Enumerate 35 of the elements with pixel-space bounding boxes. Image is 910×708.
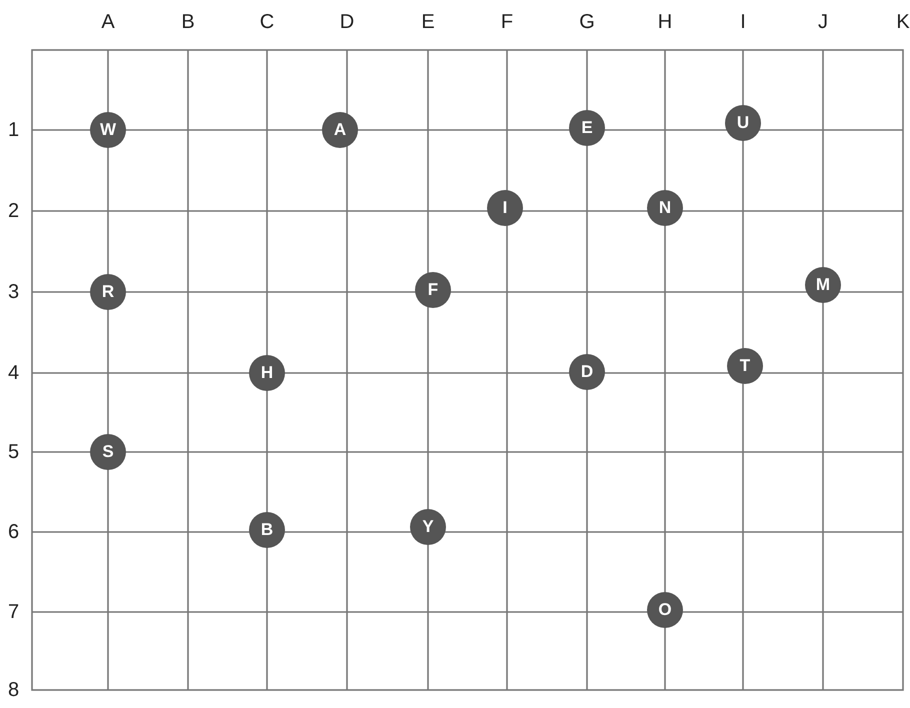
letter-marker: N	[647, 190, 683, 226]
column-label: D	[340, 12, 354, 32]
letter-marker: Y	[410, 509, 446, 545]
column-label: E	[421, 12, 435, 32]
letter-marker: S	[90, 434, 126, 470]
letter-marker: R	[90, 274, 126, 310]
letter-marker: W	[90, 112, 126, 148]
column-label: I	[740, 12, 746, 32]
row-label: 1	[8, 120, 20, 140]
column-label: F	[500, 12, 514, 32]
row-label: 5	[8, 442, 20, 462]
row-label: 7	[8, 602, 20, 622]
letter-marker: A	[322, 112, 358, 148]
letter-marker: U	[725, 105, 761, 141]
letter-marker: B	[249, 512, 285, 548]
row-label: 2	[8, 201, 20, 221]
column-label: H	[658, 12, 672, 32]
letter-marker: O	[647, 592, 683, 628]
row-label: 8	[8, 680, 20, 700]
row-label: 4	[8, 363, 20, 383]
column-label: C	[260, 12, 274, 32]
letter-marker: I	[487, 190, 523, 226]
letter-marker: E	[569, 110, 605, 146]
row-label: 3	[8, 282, 20, 302]
letter-marker: F	[415, 272, 451, 308]
letter-marker: H	[249, 355, 285, 391]
column-label: G	[579, 12, 595, 32]
column-label: J	[818, 12, 828, 32]
column-label: K	[896, 12, 910, 32]
row-label: 6	[8, 522, 20, 542]
letter-marker: T	[727, 348, 763, 384]
letter-marker: D	[569, 354, 605, 390]
column-label: B	[181, 12, 195, 32]
letter-marker: M	[805, 267, 841, 303]
column-label: A	[101, 12, 115, 32]
